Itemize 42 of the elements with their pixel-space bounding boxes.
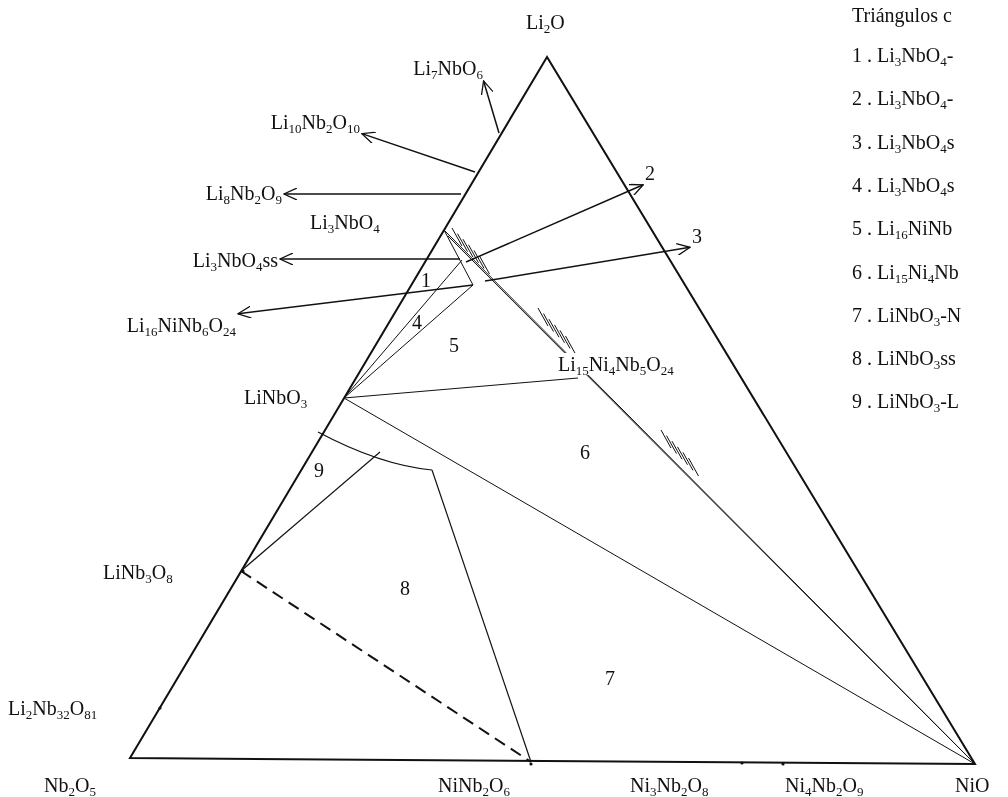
region-number: 7: [605, 667, 615, 689]
list-item: 8 . LiNbO$_{3}$ss: [852, 347, 956, 369]
region-number: 1: [421, 269, 431, 291]
compound-label: LiNbO$_{3}$: [244, 386, 308, 408]
list-heading: Triángulos c: [852, 4, 952, 26]
leader-arrow: [361, 131, 476, 173]
compound-label: Li$_{16}$NiNb$_{6}$O$_{24}$: [126, 314, 236, 336]
compound-label: NiO: [955, 774, 990, 796]
compound-label: Ni$_{3}$Nb$_{2}$O$_{8}$: [630, 774, 709, 796]
region-number: 5: [449, 334, 459, 356]
list-item: 4 . Li$_{3}$NbO$_{4}$s: [852, 174, 955, 196]
compound-label: 3: [692, 225, 702, 247]
region-number: 6: [580, 441, 590, 463]
list-item: 5 . Li$_{16}$NiNb: [852, 217, 953, 239]
region-number: 9: [314, 459, 324, 481]
compound-label: Li$_{8}$Nb$_{2}$O$_{9}$: [205, 182, 282, 204]
region-number: 4: [412, 311, 422, 333]
list-item: 2 . Li$_{3}$NbO$_{4}$-: [852, 87, 954, 109]
compound-label: Li$_{3}$NbO$_{4}$: [310, 211, 380, 233]
region-number: 8: [400, 577, 410, 599]
compound-label: Nb$_{2}$O$_{5}$: [44, 774, 96, 796]
compound-label: Li$_{10}$Nb$_{2}$O$_{10}$: [270, 111, 360, 133]
leader-arrow: [237, 284, 474, 319]
leader-arrow: [279, 252, 461, 266]
compound-label: Ni$_{4}$Nb$_{2}$O$_{9}$: [785, 774, 864, 796]
list-item: 3 . Li$_{3}$NbO$_{4}$s: [852, 131, 955, 153]
leader-arrow: [283, 187, 462, 201]
compound-label: Li$_{2}$Nb$_{32}$O$_{81}$: [8, 697, 98, 719]
list-item: 9 . LiNbO$_{3}$-L: [852, 390, 960, 412]
leader-arrow: [465, 183, 644, 263]
compound-label: 2: [645, 162, 655, 184]
compound-label: Li$_{15}$Ni$_{4}$Nb$_{5}$O$_{24}$: [556, 353, 676, 375]
list-item: 1 . Li$_{3}$NbO$_{4}$-: [852, 44, 954, 66]
leader-arrow: [484, 242, 691, 282]
list-item: 7 . LiNbO$_{3}$-N: [852, 304, 962, 326]
compound-label: Li$_{3}$NbO$_{4}$ss: [192, 249, 278, 271]
compound-label: Li$_{7}$NbO$_{6}$: [413, 57, 483, 79]
compound-label: LiNb$_{3}$O$_{8}$: [103, 561, 173, 583]
compound-label: NiNb$_{2}$O$_{6}$: [438, 774, 510, 796]
list-item: 6 . Li$_{15}$Ni$_{4}$Nb: [852, 261, 959, 283]
compound-label: Li$_{2}$O: [526, 11, 565, 33]
leader-arrow: [480, 80, 500, 134]
